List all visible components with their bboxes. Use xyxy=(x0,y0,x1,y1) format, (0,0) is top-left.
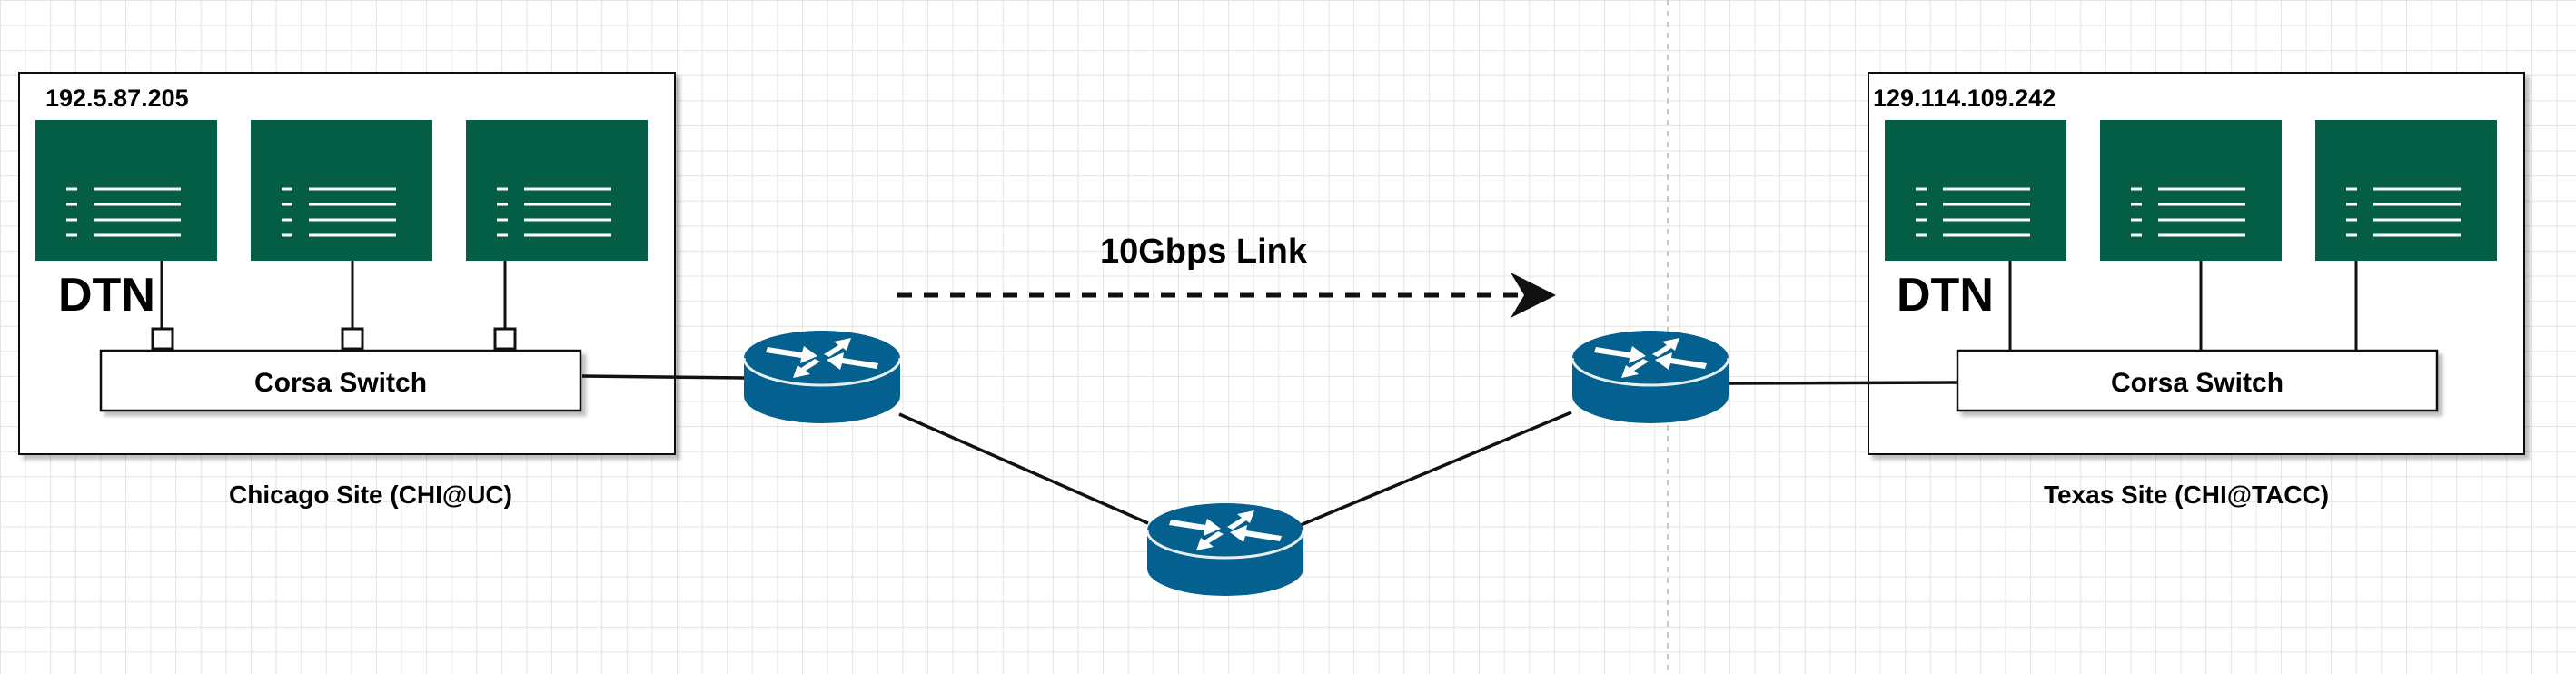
chicago-server-1 xyxy=(34,118,219,263)
chicago-ip-label: 192.5.87.205 xyxy=(45,84,189,112)
chicago-server-2 xyxy=(249,118,434,263)
texas-server-1 xyxy=(1883,118,2068,263)
texas-site-label: Texas Site (CHI@TACC) xyxy=(2044,481,2329,509)
chicago-switch-label: Corsa Switch xyxy=(254,368,427,398)
router-texas-switch-link xyxy=(1729,381,1958,385)
bandwidth-label: 10Gbps Link xyxy=(1100,233,1308,271)
core-router-right-link xyxy=(1300,411,1572,527)
port-square xyxy=(493,327,517,351)
chicago-corsa-switch xyxy=(99,349,582,412)
texas-server-3 xyxy=(2313,118,2499,263)
texas-switch-label: Corsa Switch xyxy=(2111,368,2284,398)
texas-ip-label: 129.114.109.242 xyxy=(1873,84,2056,112)
chicago-dtn-label: DTN xyxy=(58,269,155,322)
chicago-server-3 xyxy=(464,118,649,263)
texas-dtn-label: DTN xyxy=(1897,269,1994,322)
port-square xyxy=(341,327,364,351)
router-left-core-link xyxy=(898,412,1149,525)
chicago-switch-router-link xyxy=(581,374,746,380)
texas-site: 129.114.109.242 DTN Corsa Switch Texas S… xyxy=(1868,72,2525,509)
chicago-site-label: Chicago Site (CHI@UC) xyxy=(229,481,512,509)
texas-server-2 xyxy=(2098,118,2284,263)
port-square xyxy=(151,327,174,351)
texas-corsa-switch xyxy=(1956,349,2439,412)
router-icon-texas xyxy=(1570,329,1730,425)
chicago-site: 192.5.87.205 DTN Corsa Switch Chicago Si… xyxy=(18,72,676,509)
router-icon-chicago xyxy=(742,329,902,425)
router-icon-core xyxy=(1145,501,1305,598)
